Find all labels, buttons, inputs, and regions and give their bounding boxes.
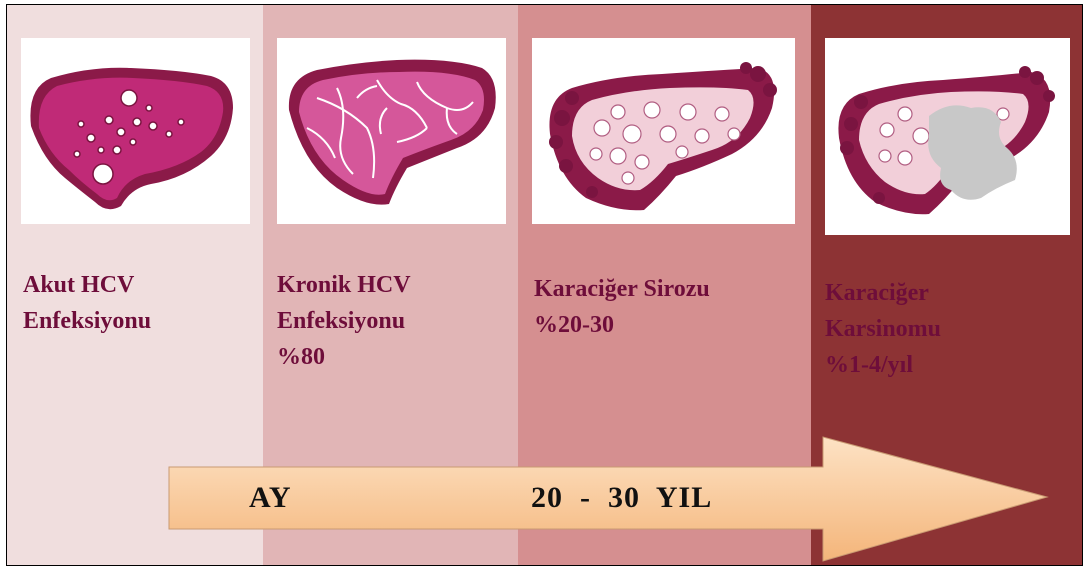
timeline-end-label: 20 - 30 YIL (531, 481, 712, 515)
stages-diagram: Akut HCV Enfeksiyonu Kronik HCV Enfeksiy… (6, 4, 1083, 566)
timeline-start-label: AY (249, 481, 292, 515)
